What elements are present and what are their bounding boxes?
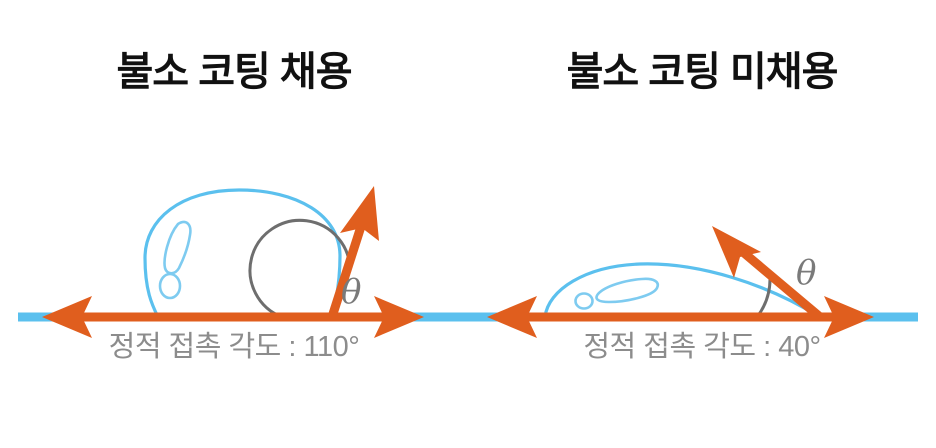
angle-arc-right bbox=[755, 276, 772, 318]
tangent-arrowhead-right bbox=[712, 226, 761, 278]
tangent-arrow-shaft-right bbox=[734, 243, 823, 321]
baseline-arrowhead-left-east bbox=[374, 296, 424, 338]
panel-title-right: 불소 코팅 미채용 bbox=[566, 50, 839, 94]
tangent-arrowhead-left bbox=[340, 186, 379, 241]
panel-left-graphics bbox=[42, 186, 424, 338]
tangent-arrow-shaft-left bbox=[327, 212, 370, 319]
angle-arc-left bbox=[248, 218, 352, 319]
droplet-outline-left bbox=[143, 188, 342, 319]
panel-right-graphics bbox=[487, 226, 874, 338]
baseline-arrowhead-right-east bbox=[824, 296, 874, 338]
droplet-outline-right bbox=[543, 262, 819, 318]
droplet-highlight-pill-right bbox=[595, 277, 660, 304]
baseline-arrowhead-right-west bbox=[487, 296, 537, 338]
theta-symbol-right: θ bbox=[796, 253, 817, 293]
panel-caption-right: 정적 접촉 각도 : 40° bbox=[583, 331, 821, 363]
droplet-highlight-dot-right bbox=[574, 292, 594, 310]
theta-symbol-left: θ bbox=[341, 272, 362, 312]
baseline-arrowhead-left-west bbox=[42, 296, 92, 338]
panel-title-left: 불소 코팅 채용 bbox=[116, 50, 352, 94]
droplet-highlight-dot-left bbox=[158, 272, 182, 300]
panel-caption-left: 정적 접촉 각도 : 110° bbox=[108, 331, 360, 363]
droplet-highlight-teardrop-left bbox=[163, 220, 192, 275]
